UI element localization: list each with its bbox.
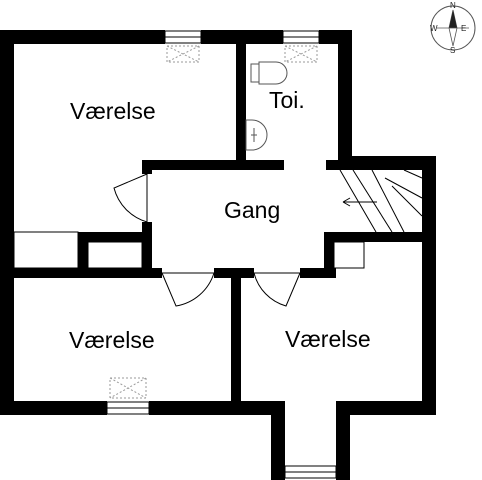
room-label-hall: Gang [224, 197, 280, 223]
walls [0, 30, 436, 480]
bay-wall-bottom-left [271, 466, 285, 480]
wall-stair-bottom [324, 232, 436, 242]
wall-closet-left [78, 232, 88, 277]
wall-hall-top-right [326, 160, 352, 170]
wall-rooms-divider-right [300, 268, 336, 278]
wall-hall-left-upper [142, 160, 152, 174]
toilet-bowl-icon [250, 61, 288, 85]
compass-east: E [461, 24, 466, 33]
outer-wall-bottom-mid [149, 401, 285, 415]
window-top-left [164, 30, 202, 63]
window-bay [284, 465, 350, 480]
door-top-left-room [113, 173, 148, 223]
outer-wall-left [0, 30, 14, 415]
wall-closet-top [78, 232, 152, 242]
door-bottom-left-room [161, 272, 215, 307]
compass-west: W [430, 24, 438, 33]
toilet-fixtures [245, 61, 288, 151]
windows [106, 30, 350, 480]
outer-wall-right-upper [338, 30, 352, 170]
sink-icon [245, 119, 268, 151]
window-toilet [282, 30, 320, 63]
outer-wall-stair-top [338, 156, 436, 170]
room-label-top-left: Værelse [70, 98, 156, 124]
outer-wall-right [422, 156, 436, 415]
wall-toilet-left [236, 30, 246, 164]
wall-rooms-divider-left [14, 268, 162, 278]
outer-wall-top-left [0, 30, 165, 44]
wall-bottom-rooms-split [231, 268, 241, 415]
door-bottom-right-room [253, 272, 301, 307]
room-label-bottom-left: Værelse [69, 327, 155, 353]
outer-wall-bottom-left [0, 401, 107, 415]
closet-right [333, 241, 365, 269]
room-label-toilet: Toi. [269, 87, 305, 113]
bay-wall-right [336, 401, 350, 480]
wall-hall-left-lower [142, 222, 152, 277]
doors [113, 173, 301, 307]
closet-mid [87, 241, 143, 269]
compass-south: S [450, 46, 455, 55]
outer-wall-bottom-right [336, 401, 436, 415]
closet-left [13, 231, 79, 269]
window-bottom-left [106, 377, 150, 415]
room-label-bottom-right: Værelse [285, 326, 371, 352]
compass-rose-icon: N E S W [430, 1, 476, 55]
stair-arrow-icon [342, 197, 377, 207]
compass-north: N [450, 1, 456, 10]
stairs [339, 169, 423, 233]
wall-stair-post [324, 232, 334, 278]
wall-hall-top-left [142, 160, 284, 170]
bay-wall-left [271, 401, 285, 480]
closets [13, 231, 365, 269]
